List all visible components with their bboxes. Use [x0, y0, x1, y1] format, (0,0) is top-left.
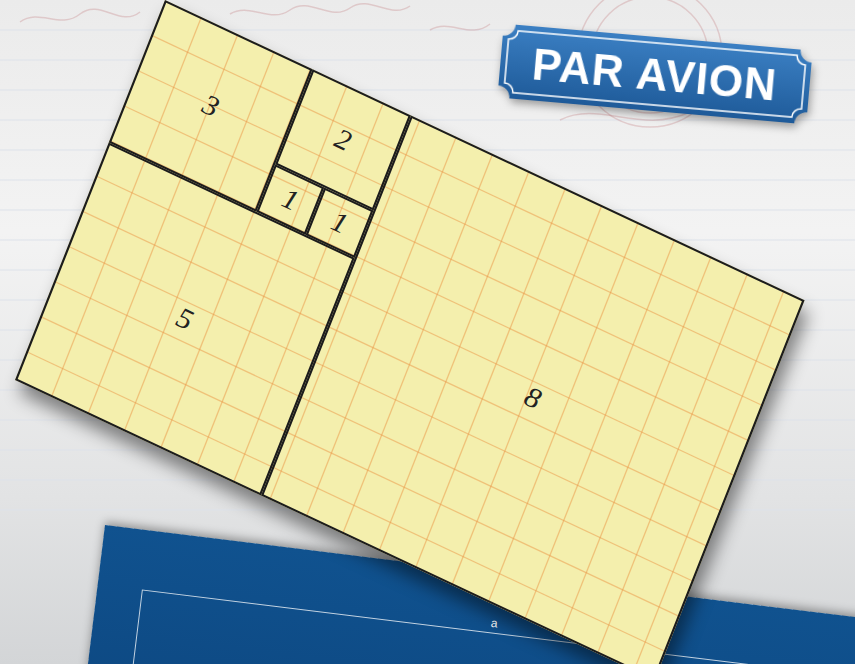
fibonacci-square: 1 [256, 164, 324, 235]
grid-line [82, 211, 722, 511]
square-number: 2 [331, 123, 355, 156]
scribble [430, 24, 490, 30]
grid-line [110, 141, 750, 441]
scribble [20, 9, 140, 22]
grid-line [123, 105, 763, 405]
dimension-label: a [490, 617, 498, 630]
square-number: 3 [199, 89, 223, 122]
ruled-line [0, 30, 855, 31]
square-number: 5 [173, 302, 197, 335]
label-inner-border [504, 30, 806, 118]
inner-outline [106, 590, 855, 664]
airmail-label: PAR AVION [497, 24, 812, 125]
fibonacci-square: 1 [306, 187, 374, 258]
grid-line [68, 246, 708, 546]
scribble [230, 4, 410, 15]
square-number: 1 [327, 206, 351, 239]
square-number: 8 [521, 381, 545, 414]
grid-line [151, 35, 791, 335]
label-fill [497, 24, 812, 125]
grid-line [96, 176, 736, 476]
square-number: 1 [278, 183, 302, 216]
grid-line [137, 70, 777, 370]
